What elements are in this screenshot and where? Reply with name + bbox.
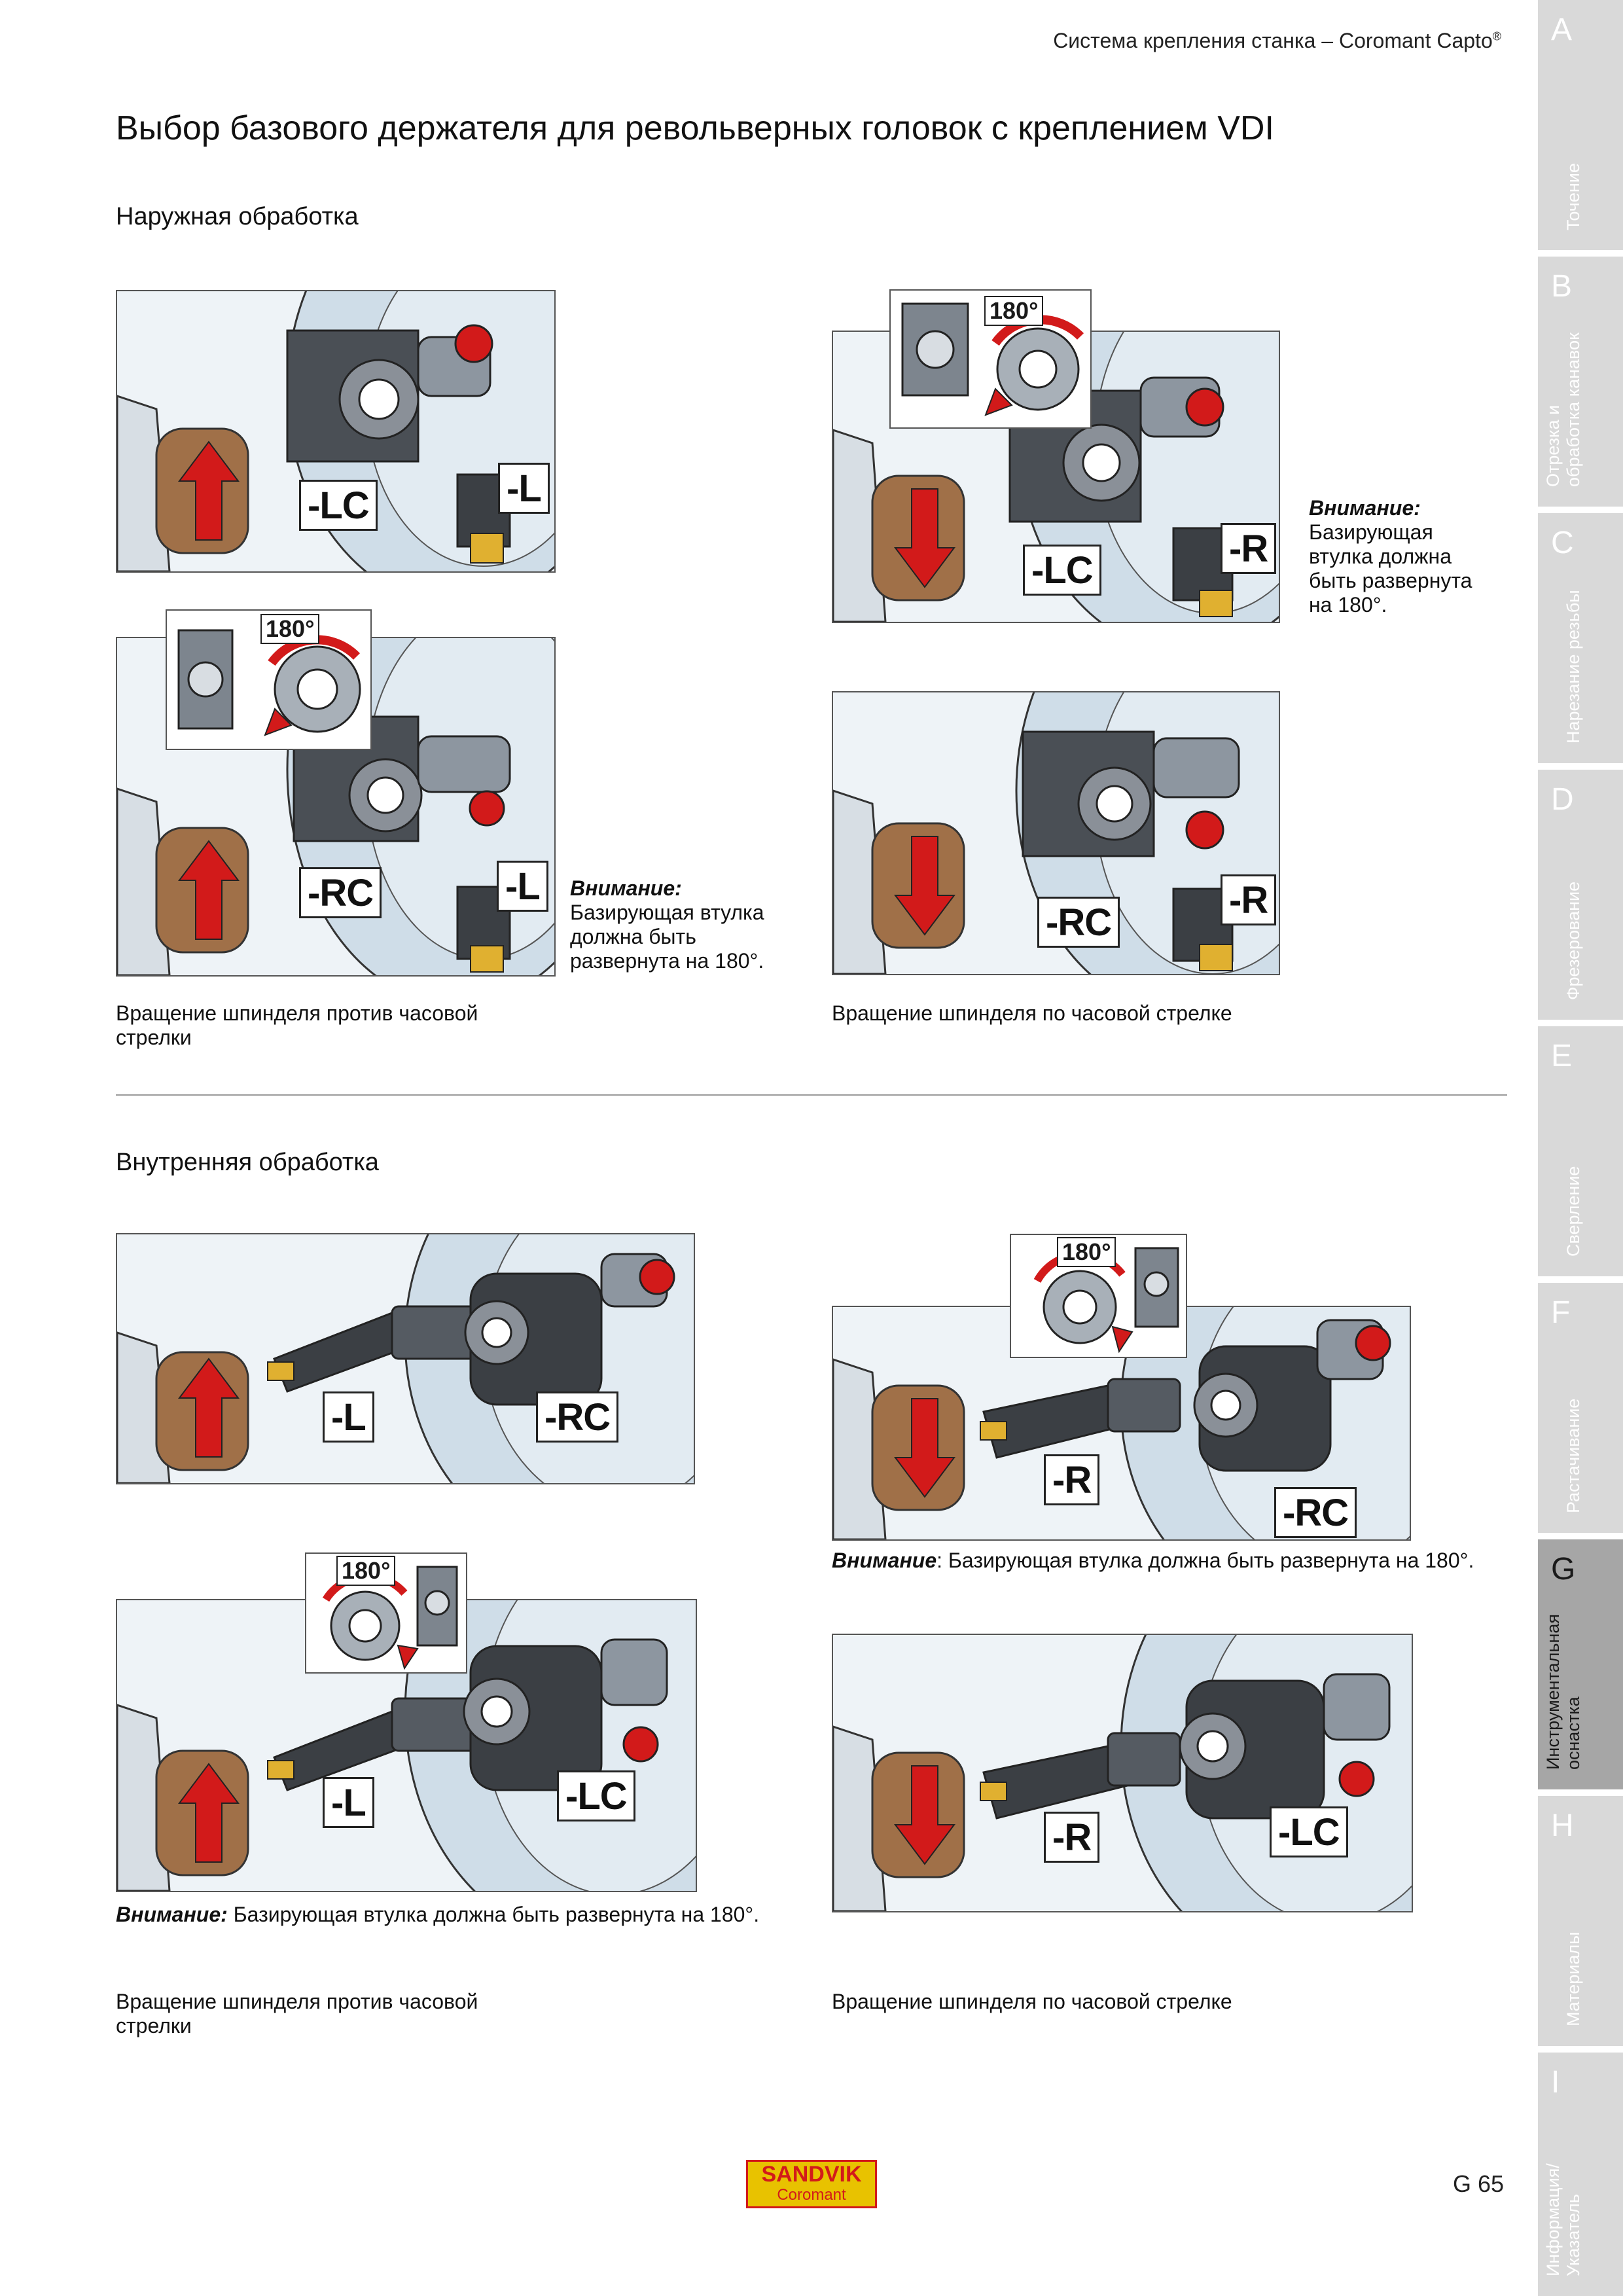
tab-letter: E — [1551, 1039, 1573, 1073]
side-tab-f[interactable]: F Растачивание — [1538, 1283, 1623, 1533]
caption-ccw-internal: Вращение шпинделя против часовой стрелки — [116, 1990, 478, 2037]
holder-tag: -LC — [1270, 1806, 1348, 1857]
figure-ext-lc-r: -LC -R — [832, 331, 1280, 623]
side-tab-b[interactable]: B Отрезка и обработка канавок — [1538, 257, 1623, 507]
tool-tag: -R — [1221, 523, 1277, 574]
note-internal-right: Внимание: Базирующая втулка должна быть … — [832, 1549, 1525, 1573]
side-tab-d[interactable]: D Фрезерование — [1538, 770, 1623, 1020]
tool-tag: -R — [1044, 1812, 1100, 1863]
sandvik-logo: SANDVIK Coromant — [746, 2160, 877, 2208]
tab-letter: D — [1551, 782, 1574, 817]
figure-int-r-lc: -R -LC — [832, 1634, 1413, 1912]
page-title: Выбор базового держателя для револьверны… — [116, 109, 1274, 147]
note-label: Внимание: — [570, 876, 682, 900]
tab-label: Информация/ Указатель — [1543, 2163, 1583, 2276]
rotation-degree-label: 180° — [1057, 1237, 1116, 1267]
tab-letter: C — [1551, 526, 1574, 560]
section-title-internal: Внутренняя обработка — [116, 1149, 379, 1176]
note-external-left: Внимание: Базирующая втулка должна быть … — [570, 876, 779, 973]
inset-rotation-180: 180° — [305, 1552, 467, 1674]
note-label: Внимание: — [116, 1903, 228, 1926]
side-tab-h[interactable]: H Материалы — [1538, 1796, 1623, 2046]
figure-ext-lc-l: -LC -L — [116, 290, 556, 573]
logo-top-text: SANDVIK — [761, 2162, 862, 2187]
tab-label: Материалы — [1563, 1931, 1583, 2026]
tab-letter: B — [1551, 269, 1573, 304]
note-text: Базирующая втулка должна быть развернута… — [1309, 520, 1472, 617]
note-label: Внимание: — [1309, 496, 1421, 520]
side-tab-c[interactable]: C Нарезание резьбы — [1538, 513, 1623, 763]
tab-letter: H — [1551, 1808, 1574, 1843]
section-divider — [116, 1094, 1507, 1096]
holder-tag: -RC — [299, 867, 382, 918]
tool-tag: -R — [1044, 1454, 1100, 1505]
holder-tag: -RC — [1037, 897, 1120, 948]
tab-letter: G — [1551, 1552, 1576, 1587]
note-external-right: Внимание: Базирующая втулка должна быть … — [1309, 496, 1499, 617]
tab-label: Точение — [1563, 163, 1583, 230]
figure-ext-rc-r: -RC -R — [832, 691, 1280, 975]
tab-letter: I — [1551, 2065, 1560, 2100]
side-tab-i[interactable]: I Информация/ Указатель — [1538, 2053, 1623, 2296]
side-tab-a[interactable]: A Точение — [1538, 0, 1623, 250]
note-text: Базирующая втулка должна быть развернута… — [227, 1903, 760, 1926]
rotation-degree-label: 180° — [336, 1556, 396, 1586]
tab-label: Растачивание — [1563, 1398, 1583, 1513]
tab-label: Отрезка и обработка канавок — [1543, 332, 1583, 487]
caption-cw-internal: Вращение шпинделя по часовой стрелке — [832, 1990, 1232, 2013]
logo-bottom-text: Coromant — [777, 2186, 846, 2204]
tab-letter: F — [1551, 1295, 1571, 1330]
section-title-external: Наружная обработка — [116, 203, 359, 230]
rotation-degree-label: 180° — [260, 614, 320, 644]
rotation-degree-label: 180° — [984, 296, 1044, 326]
tool-tag: -R — [1221, 874, 1277, 925]
figure-int-l-rc: -L -RC — [116, 1233, 695, 1484]
tool-tag: -L — [498, 463, 550, 514]
note-text: Базирующая втулка должна быть развернута… — [570, 901, 764, 973]
side-tab-e[interactable]: E Сверление — [1538, 1026, 1623, 1276]
holder-tag: -LC — [1023, 545, 1101, 596]
caption-ccw-external: Вращение шпинделя против часовой стрелки — [116, 1001, 478, 1049]
caption-cw-external: Вращение шпинделя по часовой стрелке — [832, 1001, 1232, 1025]
tab-label: Сверление — [1563, 1166, 1583, 1257]
side-tab-g[interactable]: G Инструментальная оснастка — [1538, 1539, 1623, 1789]
inset-rotation-180: 180° — [1010, 1234, 1187, 1358]
inset-rotation-180: 180° — [166, 609, 372, 750]
note-text: : Базирующая втулка должна быть разверну… — [936, 1549, 1474, 1572]
note-label: Внимание — [832, 1549, 937, 1572]
tab-label: Нарезание резьбы — [1563, 590, 1583, 744]
tool-tag: -L — [497, 861, 548, 912]
holder-tag: -RC — [536, 1391, 619, 1443]
inset-rotation-180: 180° — [889, 289, 1092, 429]
page-number: G 65 — [1453, 2170, 1505, 2197]
tab-letter: A — [1551, 12, 1573, 47]
tool-tag: -L — [323, 1777, 374, 1828]
tool-tag: -L — [323, 1391, 374, 1443]
tab-label: Фрезерование — [1563, 881, 1583, 1000]
note-internal-left: Внимание: Базирующая втулка должна быть … — [116, 1903, 836, 1927]
holder-tag: -RC — [1274, 1487, 1357, 1538]
holder-tag: -LC — [299, 480, 378, 531]
running-header: Система крепления станка – Coromant Capt… — [1053, 29, 1501, 52]
tab-label: Инструментальная оснастка — [1543, 1613, 1583, 1770]
holder-tag: -LC — [557, 1770, 635, 1821]
